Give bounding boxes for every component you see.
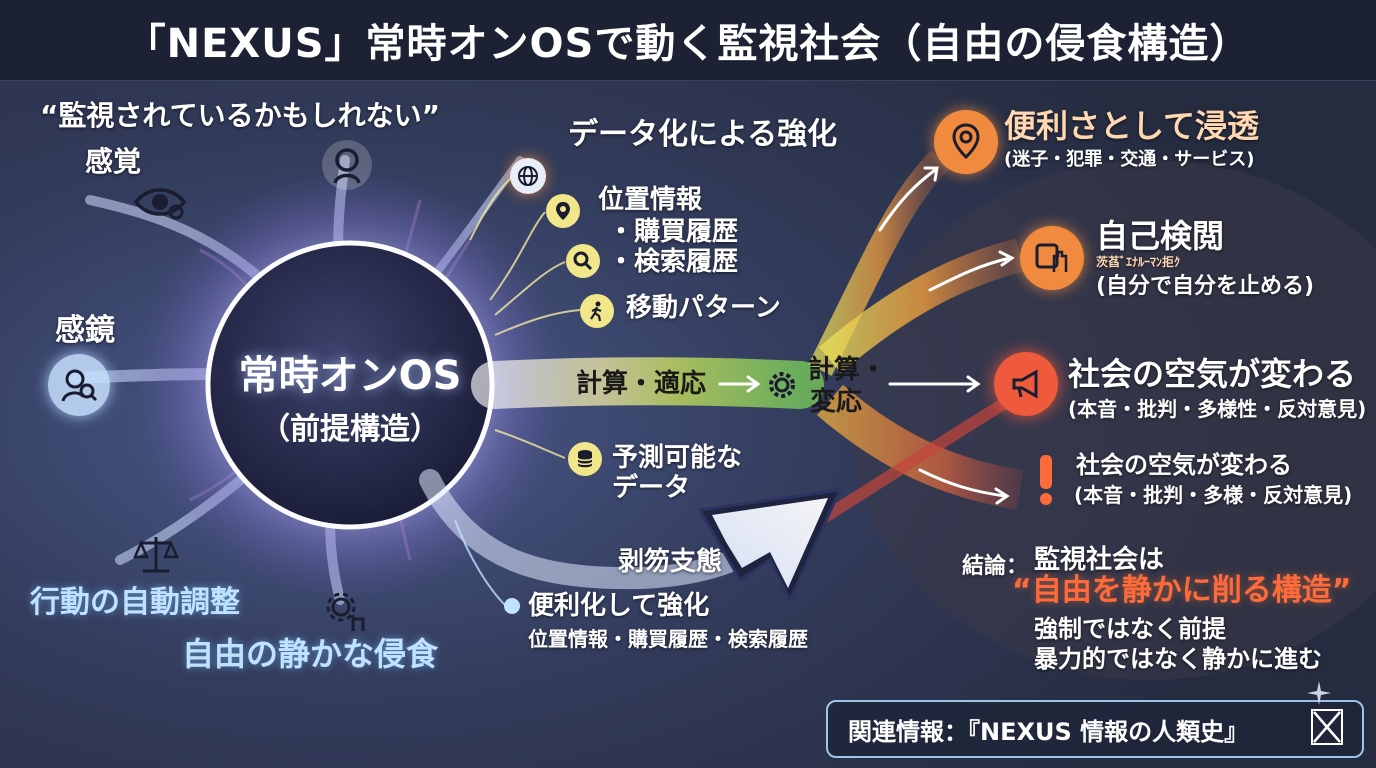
location-pin-icon: [546, 194, 580, 228]
search-icon: [566, 244, 600, 278]
bullet-dot: [504, 598, 520, 614]
feeling-subtitle: 感覚: [85, 145, 142, 178]
person-search-icon: [48, 354, 110, 416]
page-title: 「NEXUS」常時オンOSで動く監視社会（自由の侵食構造）: [125, 21, 1251, 67]
right-item-1-sub: (迷子・犯罪・交通・サービス): [1004, 149, 1255, 170]
megaphone-icon: [994, 352, 1058, 416]
feeling-title: “監視されているかもしれない”: [40, 99, 440, 132]
data-item-location: 位置情報: [598, 185, 703, 215]
related-info-box: 関連情報：『NEXUS 情報の人類史』: [826, 700, 1364, 758]
related-info-text: 関連情報：『NEXUS 情報の人類史』: [848, 717, 1249, 746]
predictable-line1: 予測可能な: [612, 443, 743, 473]
walking-icon: [580, 294, 614, 328]
right-item-3-title: 社会の空気が変わる: [1068, 355, 1357, 393]
conclusion-line2: 強制ではなく前提: [1034, 615, 1226, 643]
hand-screen-icon: [1020, 226, 1084, 290]
right-item-2-sub: (自分で自分を止める): [1096, 274, 1315, 299]
map-pin-icon: [934, 110, 998, 174]
conclusion-quote: “自由を静かに削る構造”: [1012, 573, 1352, 608]
predictable-line2: データ: [612, 473, 691, 503]
eye-icon: [132, 178, 188, 226]
x-logo-icon: [1306, 702, 1348, 750]
exploit-label: 剥笏支態: [618, 547, 723, 577]
right-item-1-title: 便利さとして浸透: [1004, 107, 1260, 145]
database-icon: [568, 442, 602, 476]
behavior-label: 行動の自動調整: [30, 585, 240, 620]
right-item-4-sub: (本音・批判・多様・反対意見): [1074, 483, 1353, 507]
title-bar: 「NEXUS」常時オンOSで動く監視社会（自由の侵食構造）: [0, 0, 1376, 81]
core-title: 常時オンOS: [238, 353, 462, 399]
core-subtitle: （前提構造）: [260, 412, 440, 447]
data-item-search: ・検索履歴: [608, 247, 739, 277]
right-item-2-tiny: 茨萏ﾞｴﾅﾙｰﾏﾝ拒ｸ: [1096, 255, 1181, 269]
compute-adapt-label: 計算・適応: [576, 369, 707, 399]
convenience-detail: 位置情報・購買履歴・検索履歴: [528, 627, 808, 651]
scales-icon: [132, 530, 180, 578]
data-item-purchase: ・購買履歴: [608, 217, 739, 247]
compute-react-line1: 計算・: [808, 355, 887, 385]
gear-icon: [765, 368, 799, 402]
right-item-3-sub: (本音・批判・多様性・反対意見): [1068, 397, 1367, 421]
globe-icon: [510, 158, 546, 194]
conclusion-line3: 暴力的ではなく静かに進む: [1034, 645, 1322, 673]
right-item-4-title: 社会の空気が変わる: [1076, 451, 1292, 479]
compute-react-line2: 変応: [810, 387, 863, 417]
right-item-2-title: 自己検閲: [1096, 217, 1225, 255]
data-item-movement: 移動パターン: [626, 293, 781, 323]
mirror-label: 感鏡: [55, 313, 115, 348]
conclusion-label: 結論：: [962, 554, 1029, 579]
gear-hand-icon: [322, 588, 370, 636]
conclusion-line1: 監視社会は: [1034, 545, 1165, 575]
exclamation-icon: [1030, 452, 1062, 508]
data-section-title: データ化による強化: [568, 117, 838, 152]
convenience-title: 便利化して強化: [528, 591, 710, 621]
erosion-label: 自由の静かな侵食: [182, 635, 439, 673]
head-icon: [322, 140, 372, 190]
sparkle-icon: [1306, 680, 1332, 706]
